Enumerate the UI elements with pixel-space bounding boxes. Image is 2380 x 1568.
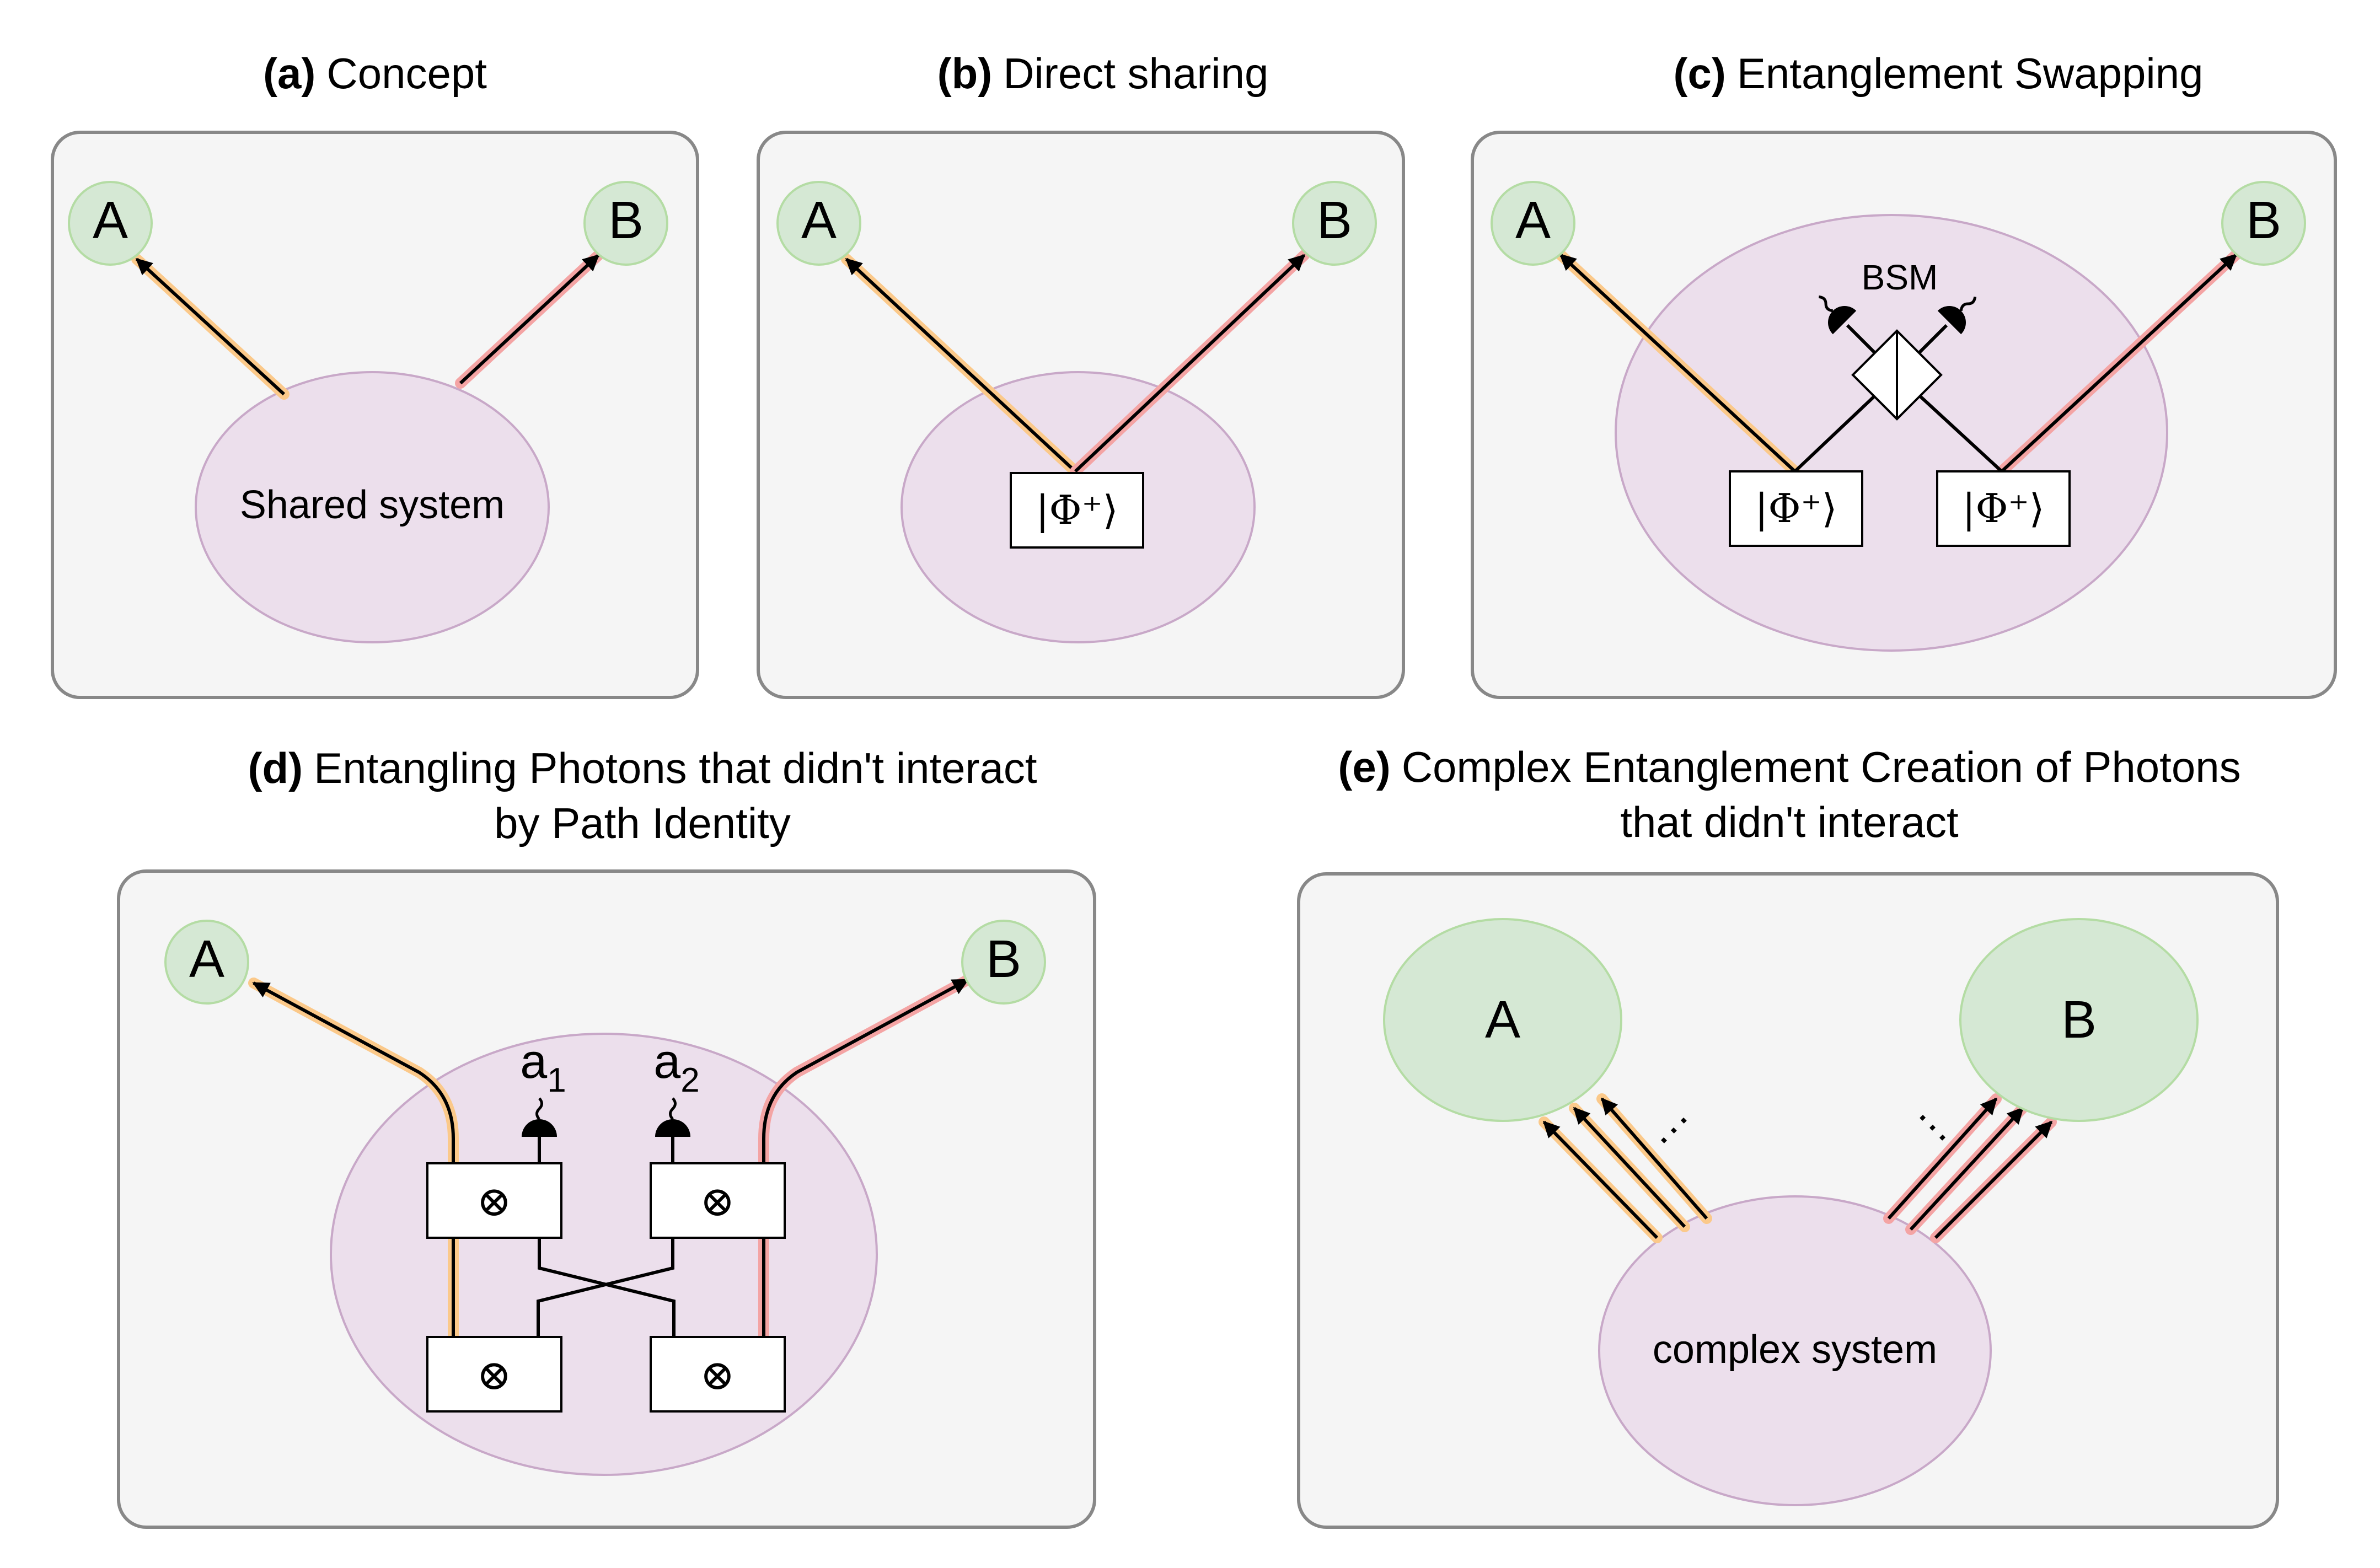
node-a-label: A: [1515, 191, 1551, 250]
photon-b-arrow: [1934, 1120, 2053, 1239]
photon-b-arrow: [1887, 1097, 1998, 1220]
node-b-label: B: [608, 191, 644, 250]
node-b-label: B: [2246, 191, 2281, 250]
panel-e: (e)Complex Entanglement Creation of Phot…: [1297, 743, 2279, 1529]
node-b-label: B: [986, 930, 1021, 989]
crystal-symbol: ⊗: [700, 1350, 735, 1399]
photon-a-arrow: [1559, 253, 1797, 473]
bell-state-box: [1010, 472, 1144, 549]
detector-a1-label: a1: [520, 1034, 566, 1099]
panel-d-title-line2: by Path Identity: [494, 799, 791, 847]
shared-system-ellipse: [195, 371, 550, 643]
detector-icon: [1937, 296, 1977, 335]
node-b-label: B: [1317, 191, 1352, 250]
detector-icon: [522, 1097, 557, 1137]
node-a: [1491, 181, 1575, 266]
crystal-top-left: [426, 1162, 562, 1239]
node-a-label: A: [93, 191, 128, 250]
crystal-symbol: ⊗: [476, 1177, 512, 1226]
photon-a-arrow: [135, 257, 286, 396]
photon-b-arrow: [459, 254, 600, 385]
node-a: [68, 181, 153, 266]
panel-e-title: (e)Complex Entanglement Creation of Phot…: [1338, 743, 2240, 791]
crystal-symbol: ⊗: [476, 1350, 512, 1399]
panel-a-title: (a)Concept: [263, 49, 487, 98]
panel-d-title: (d)Entangling Photons that didn't intera…: [248, 744, 1037, 792]
detector-a2-label: a2: [653, 1034, 699, 1099]
node-b: [583, 181, 668, 266]
node-a-label: A: [1485, 990, 1520, 1049]
bell-state-label: |Φ⁺⟩: [1036, 487, 1118, 533]
bell-state-box-right: [1936, 470, 2071, 547]
detector-icon: [655, 1097, 690, 1137]
panel-b-title: (b)Direct sharing: [937, 49, 1269, 98]
photon-b-arrow: [1909, 1107, 2024, 1231]
crystal-symbol: ⊗: [700, 1177, 735, 1226]
node-b: [2221, 181, 2306, 266]
complex-system-ellipse: [1598, 1195, 1992, 1506]
photon-a-arrow: [1600, 1097, 1708, 1220]
node-b: [1959, 918, 2199, 1122]
panel-c: (c)Entanglement Swapping BSM |Φ⁺⟩: [1471, 49, 2337, 699]
node-b: [961, 920, 1046, 1005]
bell-state-label-right: |Φ⁺⟩: [1962, 485, 2044, 531]
photon-a-arrow: [1542, 1120, 1659, 1239]
photon-b-arrow: [1074, 254, 1306, 473]
bell-state-label-left: |Φ⁺⟩: [1755, 485, 1837, 531]
shared-system-label: Shared system: [240, 483, 505, 527]
path-identity-ellipse: [330, 1033, 878, 1476]
beam-splitter-icon: [1851, 329, 1943, 421]
photon-b-arrow: [2000, 253, 2238, 473]
photon-b-path: [762, 978, 969, 1337]
node-b-label: B: [2061, 990, 2097, 1049]
node-a: [1383, 918, 1622, 1122]
crystal-bottom-left: [426, 1336, 562, 1413]
photon-a-arrow: [845, 257, 1077, 473]
detector-icon: [1818, 295, 1857, 335]
photon-a-arrow: [1573, 1107, 1686, 1228]
panel-c-title: (c)Entanglement Swapping: [1674, 49, 2204, 98]
node-a: [164, 920, 249, 1005]
bsm-label: BSM: [1862, 257, 1938, 297]
panel-a: (a)Concept Shared system A B: [51, 49, 699, 699]
complex-system-label: complex system: [1653, 1328, 1937, 1372]
crystal-top-right: [650, 1162, 786, 1239]
node-a-label: A: [801, 191, 837, 250]
bell-state-box-left: [1729, 470, 1863, 547]
panel-e-title-line2: that didn't interact: [1620, 798, 1959, 846]
photon-a-path: [252, 981, 455, 1337]
panel-d: (d)Entangling Photons that didn't intera…: [117, 744, 1096, 1529]
panel-b: (b)Direct sharing |Φ⁺⟩ A B: [757, 49, 1405, 699]
node-b: [1292, 181, 1377, 266]
node-a: [776, 181, 861, 266]
node-a-label: A: [189, 930, 224, 989]
crystal-bottom-right: [650, 1336, 786, 1413]
